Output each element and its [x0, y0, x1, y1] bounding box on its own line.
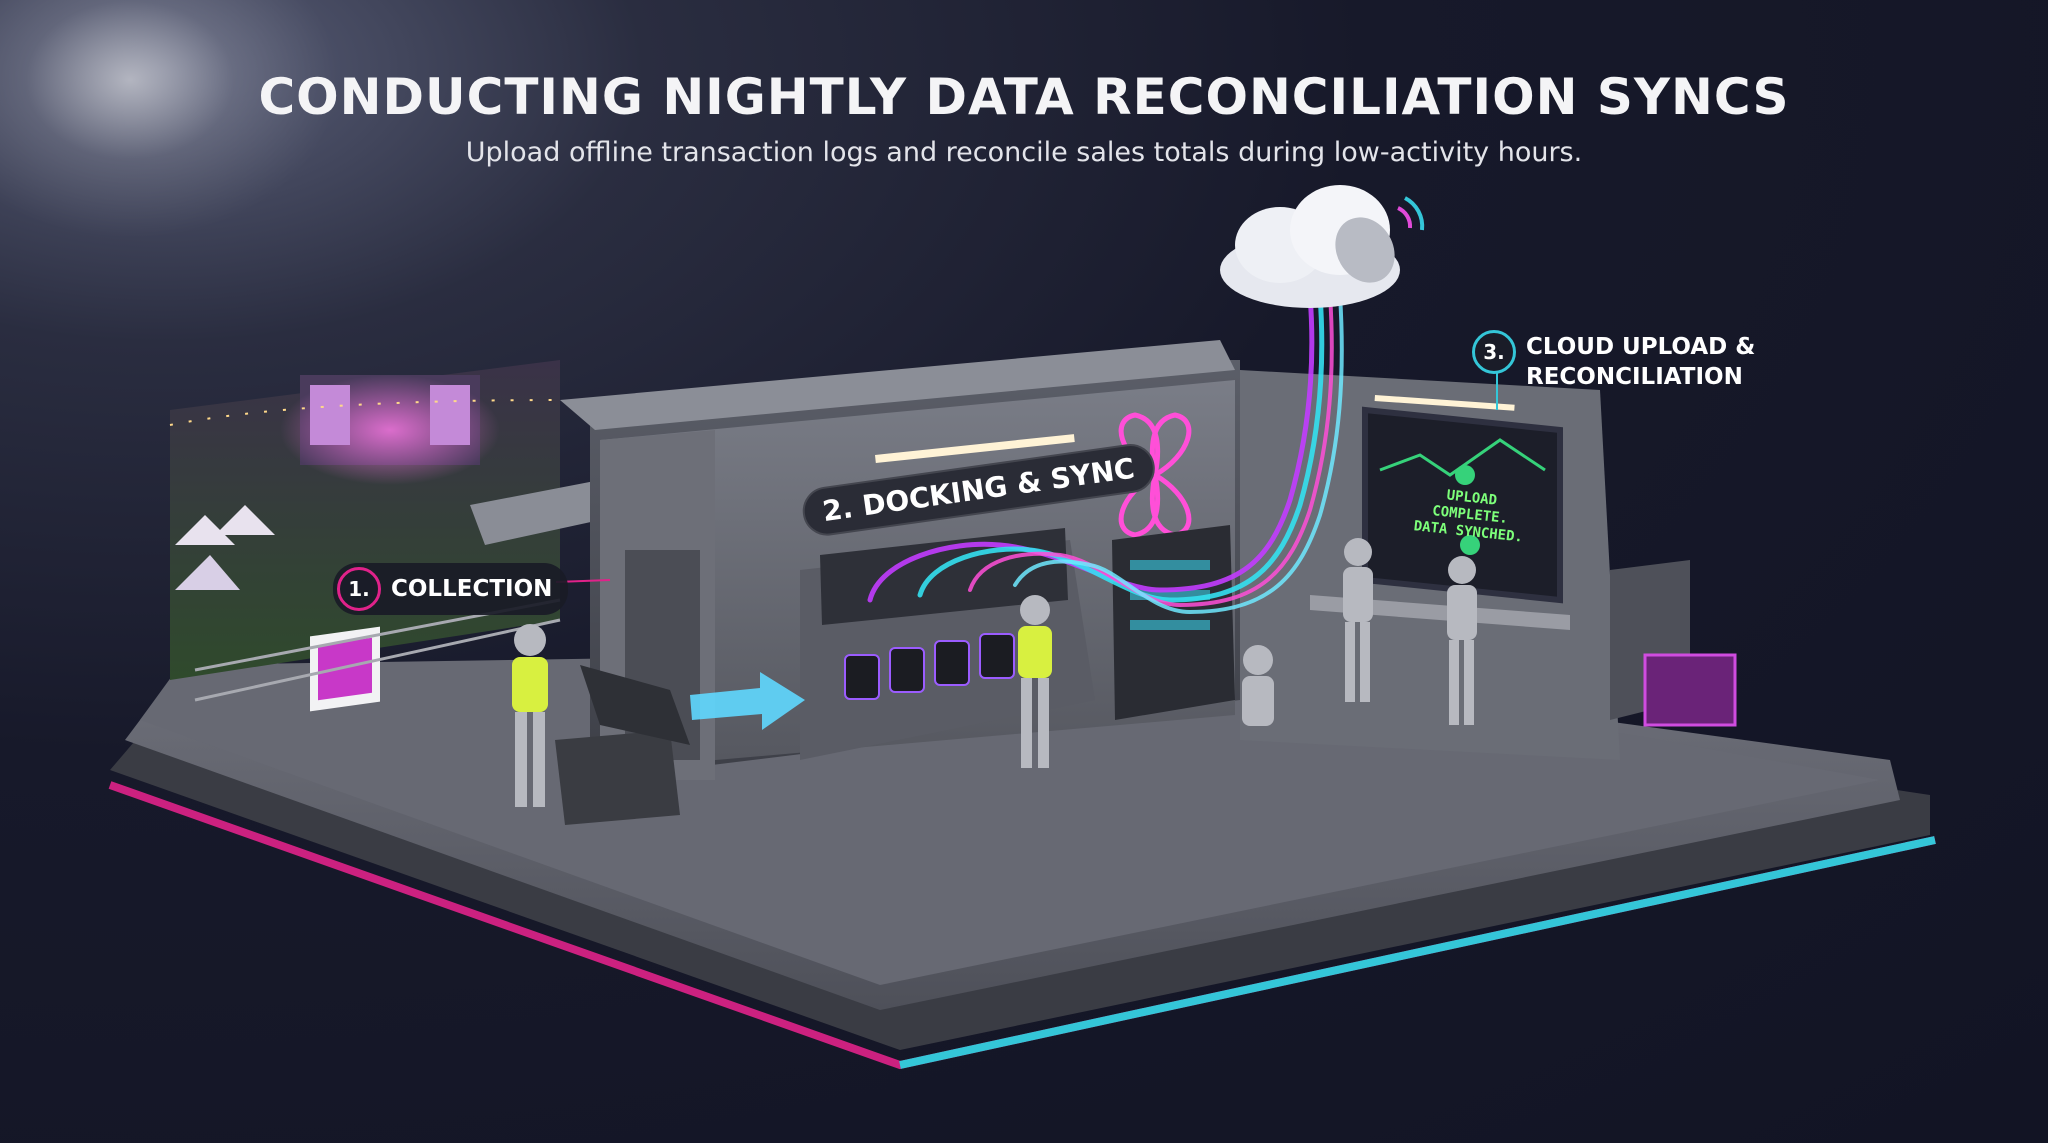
step-label-cloud-line1: CLOUD UPLOAD & [1526, 334, 1756, 360]
step-number-2: 2. [820, 491, 855, 529]
page-subtitle: Upload offline transaction logs and reco… [465, 137, 1583, 168]
step-label-cloud-line2: RECONCILIATION [1526, 364, 1743, 390]
step-cloud-label: 3. CLOUD UPLOAD & RECONCILIATION [1472, 330, 1755, 392]
tablet-crate [555, 665, 690, 825]
staff-figures [512, 538, 1477, 807]
check-icon [1460, 535, 1480, 555]
page-title: CONDUCTING NIGHTLY DATA RECONCILIATION S… [258, 68, 1790, 126]
generator [1643, 653, 1737, 727]
step-collection-label: 1. COLLECTION [333, 563, 569, 615]
left-awning [470, 480, 600, 545]
data-streams [867, 292, 1344, 615]
check-icon [1455, 465, 1475, 485]
satellite-dish-icon [1335, 196, 1425, 283]
step-label-collection: COLLECTION [391, 576, 553, 602]
right-room [1240, 370, 1737, 760]
step-number-1: 1. [337, 567, 381, 611]
docked-tablets [844, 633, 1015, 700]
arrow-right-icon [690, 672, 805, 730]
step-number-3: 3. [1472, 330, 1516, 374]
